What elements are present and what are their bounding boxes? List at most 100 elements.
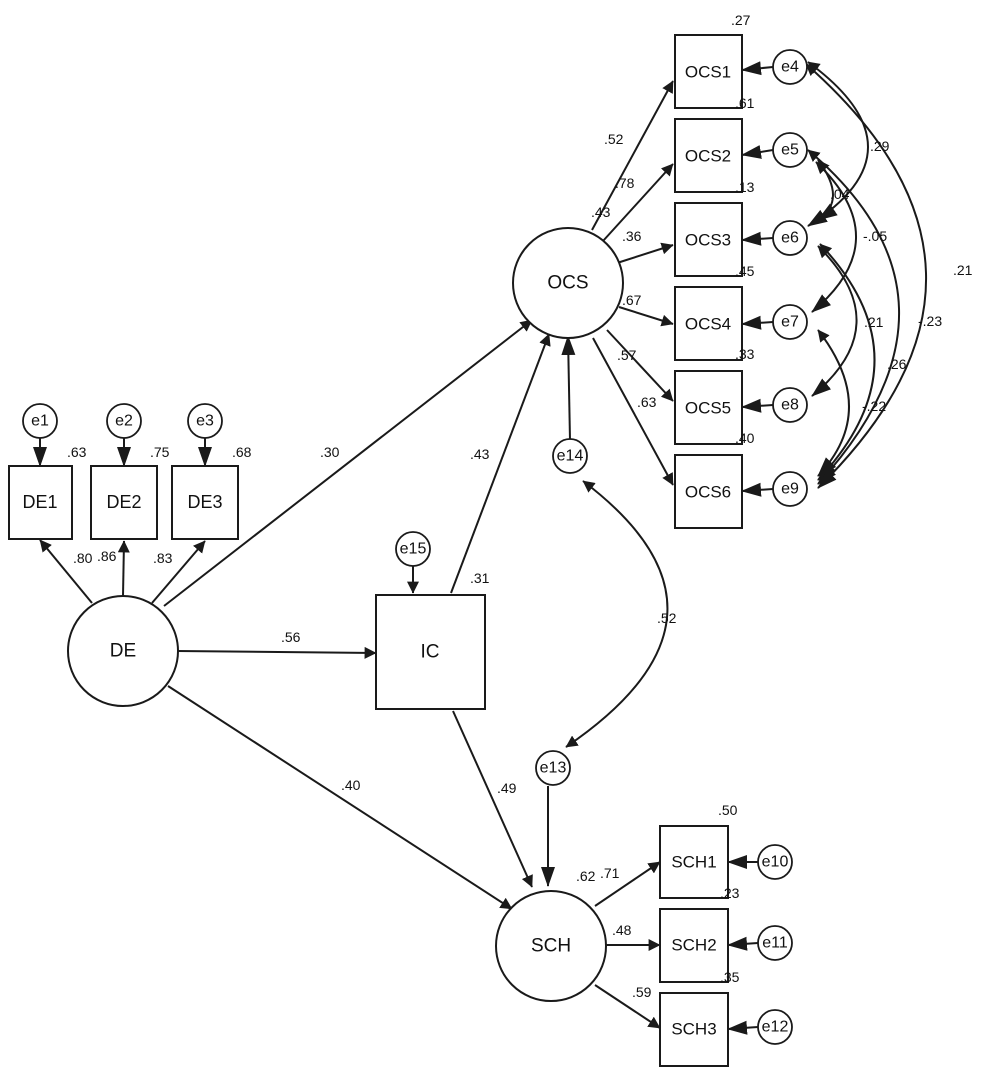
error-e6 [772,220,808,256]
path-e5-ocs2 [741,145,774,159]
path-de-de3 [151,540,206,604]
coef-path-de-ocs: .30 [320,444,340,460]
coef-r2-de1: .63 [67,444,87,460]
label-e8: e8 [781,397,799,414]
label-e5: e5 [781,142,799,159]
path-e7-ocs4 [741,315,774,330]
error-e11 [757,925,793,961]
coef-cov-e6-e8: .21 [864,314,884,330]
coef-load-ocs5: .57 [617,347,637,363]
coef-r2-sch1: .50 [718,802,738,818]
label-de3: DE3 [187,492,222,512]
label-ocs3: OCS3 [685,231,731,250]
label-ic: IC [421,642,440,663]
label-e7: e7 [781,314,799,331]
coef-load-sch3: .59 [632,984,652,1000]
path-ocs-ocs3 [616,242,674,264]
path-sch-sch1 [594,861,661,907]
coef-cov-e5-e6: .04 [830,186,850,202]
coef-cov-e4-e9: .21 [953,262,973,278]
error-e3 [187,403,223,439]
label-e14: e14 [557,448,584,465]
coef-path-de-sch: .40 [341,777,361,793]
label-sch3: SCH3 [671,1020,716,1039]
error-e12 [757,1009,793,1045]
cov-e6-e9 [817,243,876,481]
label-e4: e4 [781,59,799,76]
coef-r2-ocs3: .13 [735,179,755,195]
coef-r2-ocs2: .61 [735,95,755,111]
coef-cov-e5-e7: -.05 [863,228,887,244]
label-e10: e10 [762,854,789,871]
label-de1: DE1 [22,492,57,512]
indicator-ocs2 [674,118,743,193]
indicator-sch1 [659,825,729,899]
cov-e13-e14 [565,480,669,748]
error-e13 [535,750,571,786]
error-e5 [772,132,808,168]
path-e14-ocs [561,335,576,441]
indicator-sch2 [659,908,729,983]
error-e14 [552,438,588,474]
path-ocs-ocs5 [606,329,674,402]
coef-load-sch1: .71 [600,865,620,881]
coef-r2-de3: .68 [232,444,252,460]
coef-cov-e6-e9: .26 [887,356,907,372]
path-de-sch [167,685,513,910]
coef-r2-de2: .75 [150,444,170,460]
label-ocs4: OCS4 [685,315,731,334]
path-ic-sch [452,710,533,888]
label-e13: e13 [540,760,567,777]
label-ocs5: OCS5 [685,399,731,418]
label-sch2: SCH2 [671,936,716,955]
path-ocs-ocs4 [618,306,674,327]
label-e2: e2 [115,413,133,430]
indicator-de1 [8,465,73,540]
label-e11: e11 [762,935,788,952]
indicator-sch3 [659,992,729,1067]
path-e11-sch2 [727,936,759,951]
observed-ic [375,594,486,710]
label-ocs1: OCS1 [685,63,731,82]
coef-r2-ic: .31 [470,570,490,586]
path-de-de1 [39,539,93,604]
coef-path-ic-sch: .49 [497,780,517,796]
coef-r2-ocs4: .45 [735,263,755,279]
path-de-ocs [163,319,533,607]
error-e9 [772,471,808,507]
error-e15 [395,531,431,567]
label-ocs2: OCS2 [685,147,731,166]
indicator-ocs3 [674,202,743,277]
indicator-de2 [90,465,158,540]
label-sch1: SCH1 [671,853,716,872]
coef-r2-sch3: .35 [720,969,740,985]
error-e4 [772,49,808,85]
coef-r2-ocs6: .40 [735,430,755,446]
error-e8 [772,387,808,423]
coef-load-de2: .86 [97,548,117,564]
latent-sch [495,890,607,1002]
cov-e7-e9 [817,329,850,477]
cov-e4-e9 [805,63,927,489]
coef-cov-e5-e9: -.23 [918,313,942,329]
error-e2 [106,403,142,439]
path-e8-ocs5 [741,398,774,413]
indicator-ocs5 [674,370,743,445]
latent-de [67,595,179,707]
coef-r2-ocs1: .27 [731,12,751,28]
coef-r2-ocs5: .33 [735,346,755,362]
error-e7 [772,304,808,340]
label-e3: e3 [196,413,214,430]
coef-r2-ocs: .43 [591,204,611,220]
label-e9: e9 [781,481,799,498]
label-e15: e15 [400,541,427,558]
path-e12-sch3 [727,1020,759,1035]
path-ocs-ocs1 [591,80,674,231]
nodes: DE OCS SCH IC DE1 DE2 DE3 OCS1 OCS2 OCS3… [8,34,808,1067]
coefficient-labels: .63 .75 .68 .80 .86 .83 .30 .56 .40 .31 … [67,12,973,1000]
latent-ocs [512,227,624,339]
path-e4-ocs1 [741,61,774,76]
indicator-ocs6 [674,454,743,529]
coef-cov-e7-e9: -.22 [862,398,886,414]
path-de-ic [176,646,377,659]
